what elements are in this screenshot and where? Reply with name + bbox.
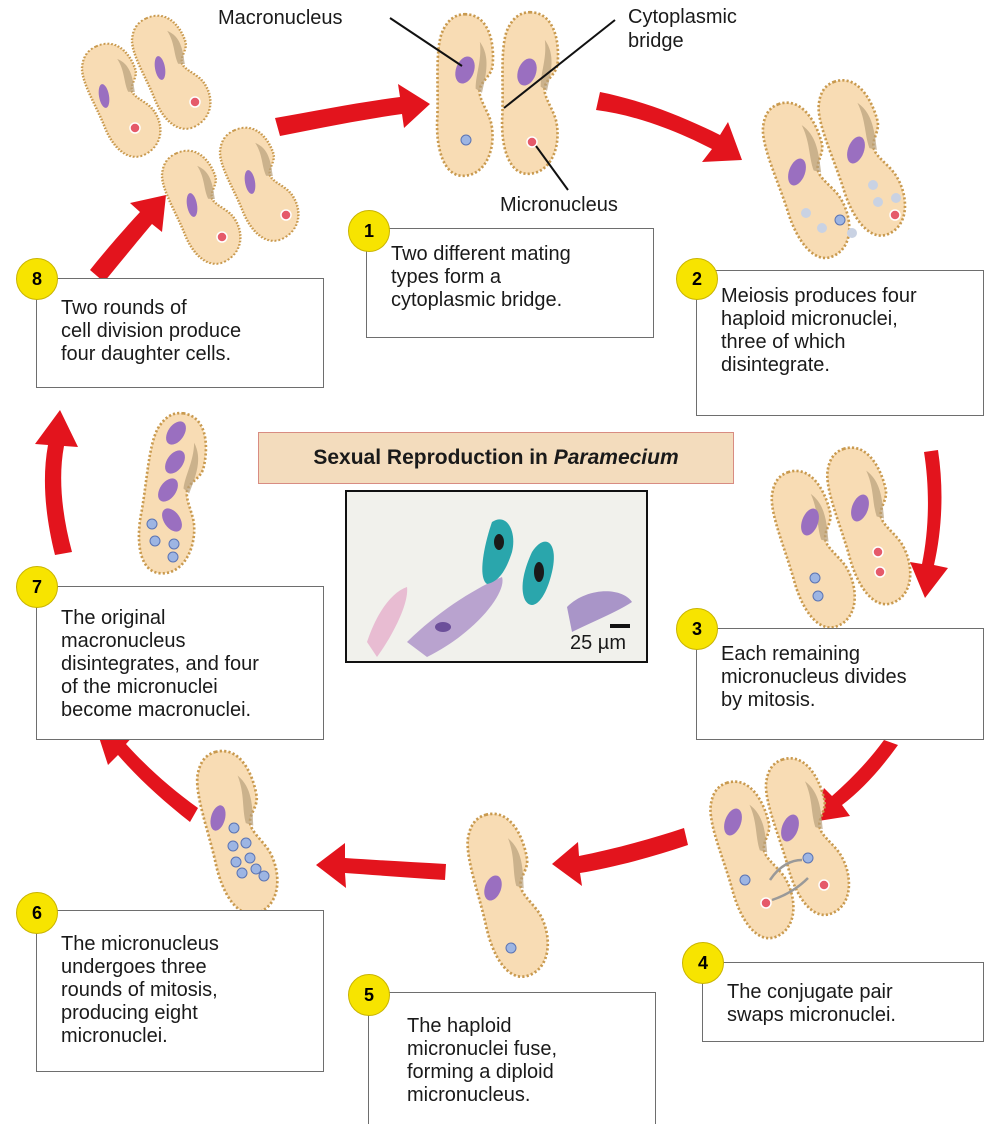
step-2-box: Meiosis produces four haploid micronucle… bbox=[696, 270, 984, 416]
step8-daughter-cells bbox=[72, 7, 308, 272]
step-1-badge: 1 bbox=[348, 210, 390, 252]
step-1-line-2: types form a bbox=[391, 266, 635, 289]
step-5-line-4: micronucleus. bbox=[407, 1084, 637, 1107]
step-2-badge: 2 bbox=[676, 258, 718, 300]
step-6-badge: 6 bbox=[16, 892, 58, 934]
step-5-line-1: The haploid bbox=[407, 1015, 637, 1038]
step-7-line-5: become macronuclei. bbox=[61, 699, 305, 722]
arrow-3-to-4 bbox=[812, 740, 898, 822]
scale-label: 25 µm bbox=[570, 632, 626, 655]
step-4-box: The conjugate pair swaps micronuclei. bbox=[702, 962, 984, 1042]
step-5-badge: 5 bbox=[348, 974, 390, 1016]
cytoplasmic-bridge-label-line2: bridge bbox=[628, 30, 684, 53]
arrow-8-to-1 bbox=[275, 84, 430, 136]
arrow-4-to-5 bbox=[552, 828, 688, 886]
step-6-line-1: The micronucleus bbox=[61, 933, 305, 956]
arrow-8-up bbox=[90, 195, 166, 282]
diagram-title: Sexual Reproduction in Paramecium bbox=[258, 432, 734, 484]
step-5-line-3: forming a diploid bbox=[407, 1061, 637, 1084]
scale-bar bbox=[610, 624, 630, 628]
step-7-line-1: The original bbox=[61, 607, 305, 630]
title-prefix: Sexual Reproduction in bbox=[313, 446, 548, 470]
step5-cell bbox=[458, 807, 557, 983]
arrow-5-to-6 bbox=[316, 843, 446, 888]
step6-cell bbox=[188, 744, 287, 920]
step-7-badge: 7 bbox=[16, 566, 58, 608]
step4-cell-pair bbox=[699, 751, 861, 945]
step-6-box: The micronucleus undergoes three rounds … bbox=[36, 910, 324, 1072]
step-3-badge: 3 bbox=[676, 608, 718, 650]
cytoplasmic-bridge-label-line1: Cytoplasmic bbox=[628, 6, 737, 29]
step-3-line-3: by mitosis. bbox=[721, 689, 965, 712]
step-3-line-2: micronucleus divides bbox=[721, 666, 965, 689]
step-8-line-3: four daughter cells. bbox=[61, 343, 305, 366]
step-3-box: Each remaining micronucleus divides by m… bbox=[696, 628, 984, 740]
title-italic: Paramecium bbox=[554, 446, 679, 470]
step-8-badge: 8 bbox=[16, 258, 58, 300]
step-2-line-4: disintegrate. bbox=[721, 354, 965, 377]
step-4-line-1: The conjugate pair bbox=[727, 981, 965, 1004]
step7-cell bbox=[133, 409, 211, 577]
step-5-line-2: micronuclei fuse, bbox=[407, 1038, 637, 1061]
step-4-line-2: swaps micronuclei. bbox=[727, 1004, 965, 1027]
step-1-box: Two different mating types form a cytopl… bbox=[366, 228, 654, 338]
step-7-box: The original macronucleus disintegrates,… bbox=[36, 586, 324, 740]
arrow-2-to-3 bbox=[910, 450, 948, 598]
step3-cell-pair bbox=[760, 440, 922, 634]
step-1-line-1: Two different mating bbox=[391, 243, 635, 266]
step-2-line-3: three of which bbox=[721, 331, 965, 354]
step-6-line-5: micronuclei. bbox=[61, 1025, 305, 1048]
step-3-line-1: Each remaining bbox=[721, 643, 965, 666]
micronucleus-label: Micronucleus bbox=[500, 194, 618, 217]
arrow-7-to-8 bbox=[35, 410, 78, 555]
step-7-line-3: disintegrates, and four bbox=[61, 653, 305, 676]
step-1-line-3: cytoplasmic bridge. bbox=[391, 289, 635, 312]
arrow-1-to-2 bbox=[596, 92, 742, 162]
step-8-box: Two rounds of cell division produce four… bbox=[36, 278, 324, 388]
step-6-line-3: rounds of mitosis, bbox=[61, 979, 305, 1002]
step-4-badge: 4 bbox=[682, 942, 724, 984]
step-8-line-1: Two rounds of bbox=[61, 297, 305, 320]
step-2-line-2: haploid micronuclei, bbox=[721, 308, 965, 331]
step2-cell-pair bbox=[751, 72, 916, 265]
step-5-box: The haploid micronuclei fuse, forming a … bbox=[368, 992, 656, 1124]
step-6-line-4: producing eight bbox=[61, 1002, 305, 1025]
step-7-line-4: of the micronuclei bbox=[61, 676, 305, 699]
step-6-line-2: undergoes three bbox=[61, 956, 305, 979]
step-2-line-1: Meiosis produces four bbox=[721, 285, 965, 308]
step-8-line-2: cell division produce bbox=[61, 320, 305, 343]
step-7-line-2: macronucleus bbox=[61, 630, 305, 653]
arrow-6-to-7 bbox=[96, 728, 198, 822]
macronucleus-label: Macronucleus bbox=[218, 7, 343, 30]
